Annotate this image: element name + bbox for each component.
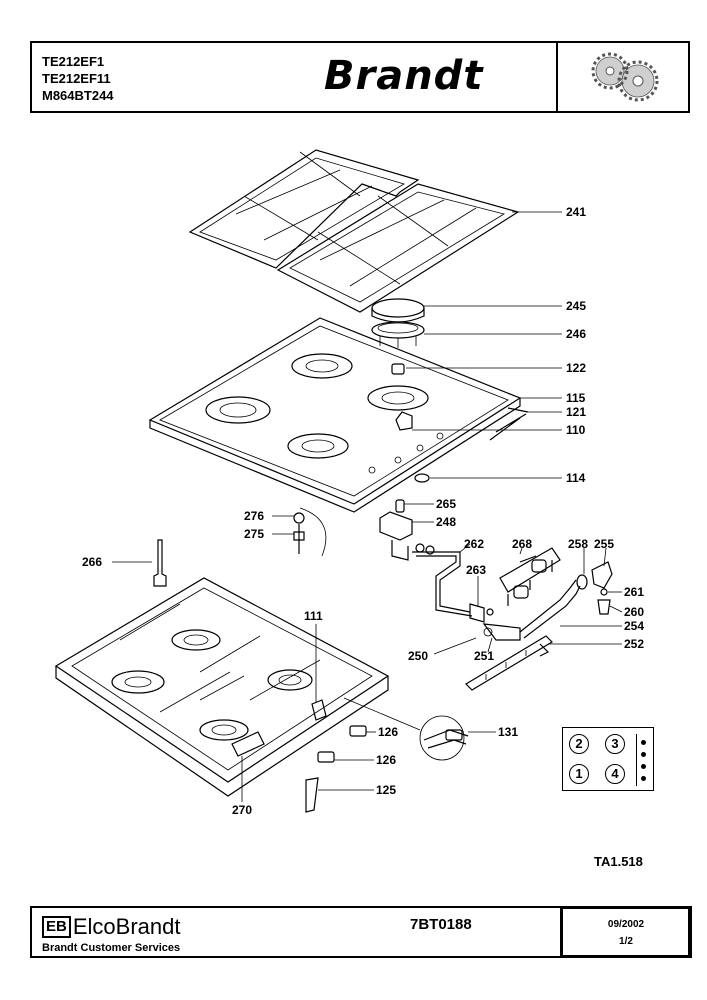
label-265: 265 (436, 497, 456, 511)
burner-crown (371, 321, 425, 348)
label-126-a: 126 (378, 725, 398, 739)
leader-lines (112, 211, 623, 802)
burner-cap (371, 298, 425, 323)
thermocouple-detail (293, 507, 327, 557)
page-number: 1/2 (619, 936, 633, 947)
label-266: 266 (82, 555, 102, 569)
drawing-reference-code: TA1.518 (594, 854, 643, 869)
label-121: 121 (566, 405, 586, 419)
gas-circuit (379, 511, 581, 641)
label-131: 131 (498, 725, 518, 739)
model-2: TE212EF11 (42, 71, 111, 86)
label-262: 262 (464, 537, 484, 551)
label-126-b: 126 (376, 753, 396, 767)
header-title-block: TE212EF1 TE212EF11 M864BT244 Brandt (30, 41, 690, 113)
hob-top-plate (148, 317, 522, 513)
label-260: 260 (624, 605, 644, 619)
burner-position-2: 2 (569, 734, 589, 754)
tap-rail (465, 635, 553, 691)
date-page-box: 09/2002 1/2 (560, 906, 692, 958)
label-263: 263 (466, 563, 486, 577)
label-268: 268 (512, 537, 532, 551)
model-3: M864BT244 (42, 88, 114, 103)
eb-mark: EB (42, 916, 71, 938)
ignition-harness (343, 697, 469, 761)
label-254: 254 (624, 619, 644, 633)
burner-position-3: 3 (605, 734, 625, 754)
document-date: 09/2002 (607, 919, 645, 930)
label-246: 246 (566, 327, 586, 341)
model-1: TE212EF1 (42, 54, 105, 69)
gears-logo-box (556, 41, 690, 113)
label-258: 258 (568, 537, 588, 551)
label-125: 125 (376, 783, 396, 797)
part-labels: 241 245 246 122 115 121 110 114 265 248 … (82, 205, 644, 817)
gas-taps (499, 547, 561, 606)
label-110: 110 (566, 423, 586, 437)
burner-position-1: 1 (569, 764, 589, 784)
control-knob-indicators (636, 734, 649, 786)
label-255: 255 (594, 537, 614, 551)
label-270: 270 (232, 803, 252, 817)
gears-icon (591, 52, 659, 102)
label-114: 114 (566, 471, 586, 485)
elcobrandt-logo: EB ElcoBrandt (42, 914, 180, 940)
label-248: 248 (436, 515, 456, 529)
burner-layout-legend: 2 3 1 4 (562, 727, 654, 791)
inlet-fitting (576, 561, 613, 615)
company-name: ElcoBrandt (72, 914, 181, 939)
label-275: 275 (244, 527, 264, 541)
spark-electrode (153, 539, 167, 587)
burner-position-4: 4 (605, 764, 625, 784)
label-122: 122 (566, 361, 586, 375)
model-list: TE212EF1 TE212EF11 M864BT244 (42, 53, 114, 104)
label-111: 111 (304, 609, 323, 623)
label-276: 276 (244, 509, 264, 523)
label-245: 245 (566, 299, 586, 313)
bottom-tray (54, 577, 390, 797)
label-261: 261 (624, 585, 644, 599)
label-241: 241 (566, 205, 586, 219)
misc-clips (305, 725, 367, 813)
label-115: 115 (566, 391, 586, 405)
small-parts (391, 363, 529, 513)
brand-logo-text: Brandt (324, 53, 484, 99)
pan-support-grates (188, 149, 520, 313)
knob-dot-icon (641, 776, 646, 781)
label-251: 251 (474, 649, 494, 663)
document-number: 7BT0188 (410, 916, 472, 933)
knob-dot-icon (641, 740, 646, 745)
label-252: 252 (624, 637, 644, 651)
label-250: 250 (408, 649, 428, 663)
knob-dot-icon (641, 764, 646, 769)
footer-title-block: EB ElcoBrandt Brandt Customer Services 7… (30, 906, 692, 958)
customer-services-label: Brandt Customer Services (42, 942, 181, 954)
knob-dot-icon (641, 752, 646, 757)
